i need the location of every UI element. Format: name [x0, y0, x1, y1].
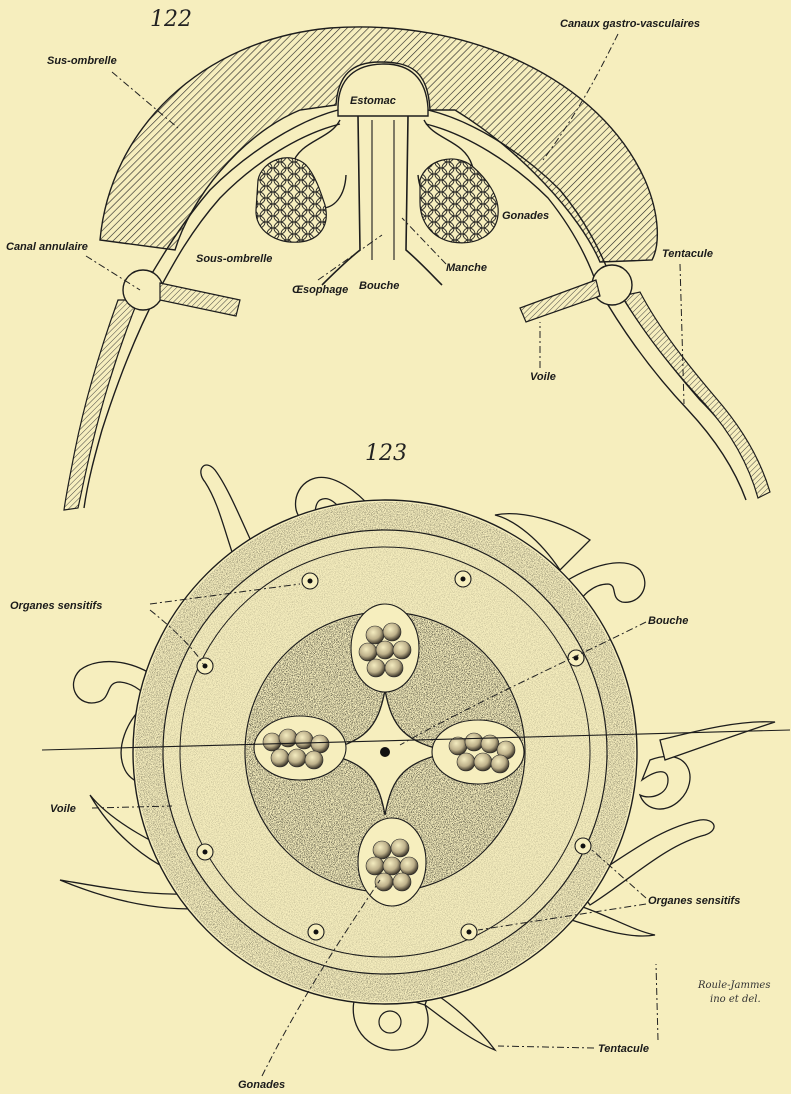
- egg: [366, 626, 384, 644]
- sense-organ-dot: [203, 850, 208, 855]
- egg: [311, 735, 329, 753]
- egg: [367, 659, 385, 677]
- leader-tentacule-123-b: [656, 964, 658, 1040]
- egg: [305, 751, 323, 769]
- label-organes-sensitifs-top: Organes sensitifs: [10, 600, 102, 612]
- label-canaux-gastro-vasculaires: Canaux gastro-vasculaires: [560, 18, 700, 30]
- sense-organ-dot: [581, 844, 586, 849]
- egg: [373, 841, 391, 859]
- tentacle: [660, 722, 775, 760]
- egg: [375, 873, 393, 891]
- figure-number-122: 122: [150, 7, 192, 32]
- egg: [263, 733, 281, 751]
- egg: [393, 641, 411, 659]
- leader-tentacule-123-a: [498, 1046, 594, 1048]
- egg: [457, 753, 475, 771]
- label-sus-ombrelle: Sus-ombrelle: [47, 55, 117, 67]
- figure-123: 123: [10, 441, 790, 1091]
- tentacle-left: [64, 300, 138, 510]
- label-tentacule-122: Tentacule: [662, 248, 713, 260]
- egg: [400, 857, 418, 875]
- sus-ombrelle-shape: [100, 27, 657, 262]
- gonades-left: [256, 158, 326, 242]
- mouth-center: [380, 747, 390, 757]
- leader-tentacule-122: [680, 264, 684, 404]
- label-voile-123: Voile: [50, 803, 76, 815]
- label-manche: Manche: [446, 262, 487, 274]
- figure-number-123: 123: [365, 441, 407, 466]
- sense-organ-dot: [203, 664, 208, 669]
- sense-organ-dot: [308, 579, 313, 584]
- egg: [383, 857, 401, 875]
- egg: [449, 737, 467, 755]
- label-tentacule-123: Tentacule: [598, 1043, 649, 1055]
- egg: [288, 749, 306, 767]
- egg: [295, 731, 313, 749]
- egg: [359, 643, 377, 661]
- egg: [491, 755, 509, 773]
- label-bouche-122: Bouche: [359, 280, 399, 292]
- tentacle: [640, 756, 690, 809]
- egg: [279, 729, 297, 747]
- egg: [385, 659, 403, 677]
- egg: [271, 749, 289, 767]
- egg: [391, 839, 409, 857]
- label-oesophage: Œsophage: [292, 284, 348, 296]
- sense-organ-dot: [467, 930, 472, 935]
- voile-left: [160, 283, 240, 316]
- label-bouche-123: Bouche: [648, 615, 688, 627]
- artist-signature-line1: Roule-Jammes: [697, 980, 770, 991]
- manche-inner: [372, 120, 394, 260]
- label-organes-sensitifs-right: Organes sensitifs: [648, 895, 740, 907]
- label-sous-ombrelle: Sous-ombrelle: [196, 253, 272, 265]
- tentacle-right: [622, 292, 770, 498]
- label-gonades-122: Gonades: [502, 210, 549, 222]
- label-estomac: Estomac: [350, 95, 396, 107]
- egg: [383, 623, 401, 641]
- label-gonades-123: Gonades: [238, 1079, 285, 1091]
- sense-organ-dot: [461, 577, 466, 582]
- label-canal-annulaire: Canal annulaire: [6, 241, 88, 253]
- tentacle-loop-bottom: [379, 1011, 401, 1033]
- canal-annulaire-right: [592, 265, 632, 305]
- gonades-right: [420, 159, 498, 243]
- egg: [376, 641, 394, 659]
- estomac-cavity: [338, 64, 428, 116]
- egg: [366, 857, 384, 875]
- voile-right: [520, 280, 600, 322]
- egg: [393, 873, 411, 891]
- sense-organ-dot: [314, 930, 319, 935]
- egg: [465, 733, 483, 751]
- canal-annulaire-left: [123, 270, 163, 310]
- figure-122: 122 Sus-ombrelle Estomac Canaux gastro-v…: [6, 7, 770, 510]
- label-voile-122: Voile: [530, 371, 556, 383]
- egg: [474, 753, 492, 771]
- artist-signature-line2: ino et del.: [710, 994, 761, 1005]
